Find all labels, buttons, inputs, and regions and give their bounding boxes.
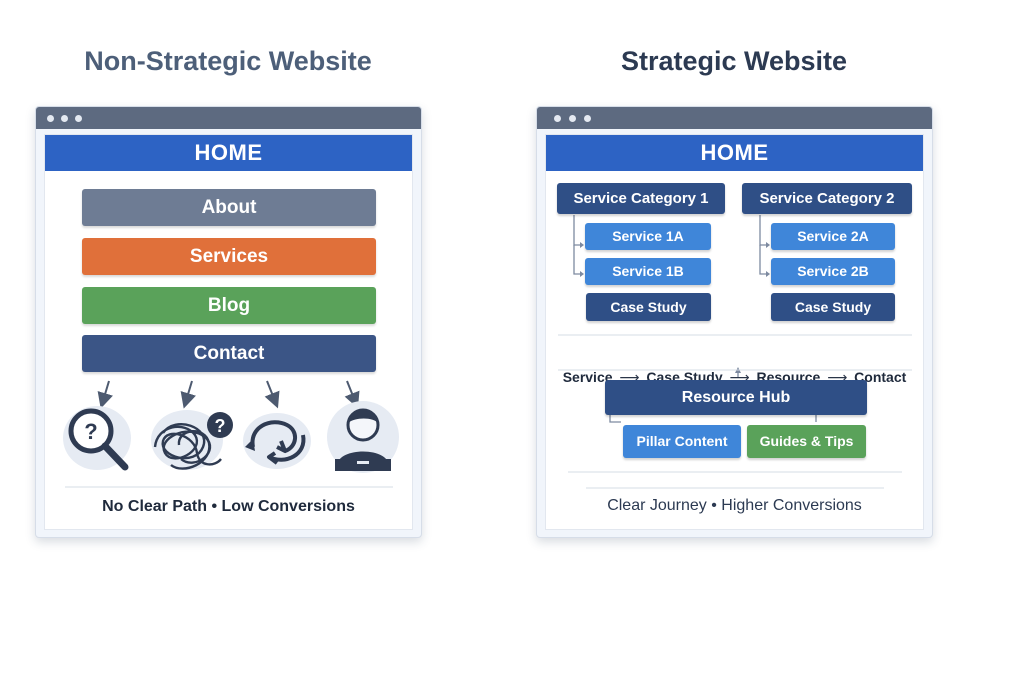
down-arrow-icon [180, 380, 196, 409]
nav-button-label: Contact [193, 343, 265, 364]
box-label: Service 2B [797, 263, 869, 279]
window-dot-icon [75, 115, 82, 122]
service-1a-box[interactable]: Service 1A [585, 223, 711, 250]
box-label: Case Study [794, 299, 872, 315]
case-study-1-box[interactable]: Case Study [586, 293, 711, 321]
svg-text:?: ? [84, 419, 97, 444]
guides-tips-box[interactable]: Guides & Tips [747, 425, 866, 458]
nav-button-label: Blog [207, 295, 251, 316]
flow-step-service: Service [562, 369, 613, 385]
service-2a-box[interactable]: Service 2A [771, 223, 895, 250]
window-title-bar [36, 107, 421, 129]
box-label: Resource Hub [681, 389, 791, 406]
strategic-footer: Clear Journey • Higher Conversions [607, 497, 862, 514]
service-category-1-box[interactable]: Service Category 1 [557, 183, 725, 214]
magnifier-question-icon: ? [63, 406, 131, 471]
home-nav-bar[interactable]: HOME [546, 135, 923, 171]
non-strategic-footer: No Clear Path • Low Conversions [102, 498, 355, 515]
site-structure-connectors [558, 215, 912, 489]
svg-text:?: ? [215, 416, 226, 436]
box-label: Service 1A [612, 228, 684, 244]
nav-button-label: Services [189, 246, 269, 267]
circular-arrows-icon [243, 413, 311, 469]
nav-blog-button[interactable]: Blog [82, 287, 376, 324]
user-at-laptop-icon [327, 401, 399, 473]
home-nav-bar[interactable]: HOME [45, 135, 412, 171]
service-category-2-box[interactable]: Service Category 2 [742, 183, 912, 214]
window-dot-icon [61, 115, 68, 122]
box-label: Service Category 1 [573, 190, 709, 207]
window-dot-icon [569, 115, 576, 122]
flow-step-contact: Contact [854, 369, 907, 385]
nav-services-button[interactable]: Services [82, 238, 376, 275]
non-strategic-window: HOME About Services Blog Contact [35, 106, 422, 538]
strategic-window: HOME Service Category 1 [536, 106, 933, 538]
box-label: Guides & Tips [759, 433, 854, 449]
non-strategic-title: Non-Strategic Website [84, 46, 372, 76]
box-label: Pillar Content [636, 433, 728, 449]
nav-button-label: About [201, 197, 257, 218]
service-1b-box[interactable]: Service 1B [585, 258, 711, 285]
nav-about-button[interactable]: About [82, 189, 376, 226]
resource-hub-box[interactable]: Resource Hub [605, 380, 867, 415]
box-label: Service 2A [797, 228, 869, 244]
strategic-title: Strategic Website [620, 46, 848, 76]
window-title-bar [537, 107, 932, 129]
service-2b-box[interactable]: Service 2B [771, 258, 895, 285]
case-study-2-box[interactable]: Case Study [771, 293, 895, 321]
nav-contact-button[interactable]: Contact [82, 335, 376, 372]
page-canvas: HOME About Services Blog Contact [44, 134, 413, 530]
page-canvas: HOME Service Category 1 [545, 134, 924, 530]
box-label: Case Study [610, 299, 687, 315]
box-label: Service 1B [612, 263, 684, 279]
down-arrow-icon [264, 380, 280, 409]
confusion-icons-layer: ? ? [63, 380, 399, 488]
tangled-question-icon: ? [151, 410, 233, 470]
down-arrow-icon [97, 380, 113, 409]
window-dot-icon [47, 115, 54, 122]
window-dot-icon [584, 115, 591, 122]
down-arrow-icon [344, 380, 360, 409]
pillar-content-box[interactable]: Pillar Content [623, 425, 741, 458]
window-dot-icon [554, 115, 561, 122]
box-label: Service Category 2 [759, 190, 895, 207]
